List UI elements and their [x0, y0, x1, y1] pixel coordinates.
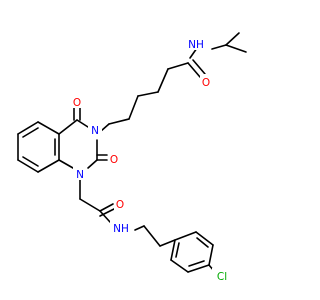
bond: [58, 159, 74, 169]
bond: [87, 159, 98, 169]
bond: [187, 264, 210, 273]
atom-label-o-low: O: [116, 199, 124, 211]
bond: [37, 159, 60, 173]
bond: [195, 231, 214, 246]
atom-label-n1: N: [76, 169, 84, 181]
bond: [188, 260, 205, 267]
atom-label-cl: Cl: [217, 271, 227, 283]
bond: [99, 203, 114, 212]
bond: [175, 242, 180, 258]
label-backdrop: [88, 122, 102, 136]
atom-label-o-top: O: [202, 77, 210, 89]
atom-labels: NH O N O O N O NH Cl: [71, 36, 232, 283]
label-backdrop: [108, 151, 120, 165]
bond: [76, 119, 89, 128]
label-backdrop: [212, 268, 232, 282]
bond: [137, 91, 159, 97]
bond: [37, 121, 60, 135]
molecule-structure-diagram: NH O N O O N O NH Cl: [17, 32, 247, 283]
bond: [225, 44, 247, 53]
bond: [170, 259, 189, 273]
atom-label-nh-low: NH: [113, 223, 129, 235]
atom-label-n3: N: [91, 125, 99, 137]
bond: [17, 159, 39, 173]
label-backdrop: [185, 36, 207, 50]
bond: [99, 210, 111, 223]
bond: [79, 198, 101, 212]
bond: [100, 123, 110, 132]
bond: [134, 225, 145, 231]
bond: [159, 239, 176, 247]
bond: [22, 127, 39, 138]
bond: [108, 118, 130, 125]
bond: [157, 68, 169, 93]
atom-label-o4: O: [73, 97, 81, 109]
bond: [99, 208, 115, 217]
bond: [22, 156, 39, 167]
label-backdrop: [73, 166, 87, 180]
bond: [58, 119, 78, 135]
bond: [192, 59, 206, 75]
molecule-svg: NH O N O O N O NH Cl: [17, 32, 247, 283]
bond: [128, 95, 139, 120]
label-backdrop: [114, 196, 126, 210]
bond: [17, 121, 39, 135]
label-backdrop: [110, 220, 132, 234]
bond: [170, 239, 176, 261]
atom-label-nh-top: NH: [188, 39, 204, 51]
bond: [143, 225, 161, 247]
bond-lines: [17, 32, 247, 273]
bond: [174, 231, 197, 241]
bond: [196, 237, 209, 248]
label-backdrop: [200, 74, 212, 88]
bond: [208, 244, 214, 266]
atom-label-o2: O: [110, 154, 118, 166]
label-backdrop: [71, 94, 83, 108]
bond: [211, 44, 227, 50]
bond: [167, 62, 189, 70]
bond: [225, 32, 240, 46]
bond: [187, 62, 201, 78]
